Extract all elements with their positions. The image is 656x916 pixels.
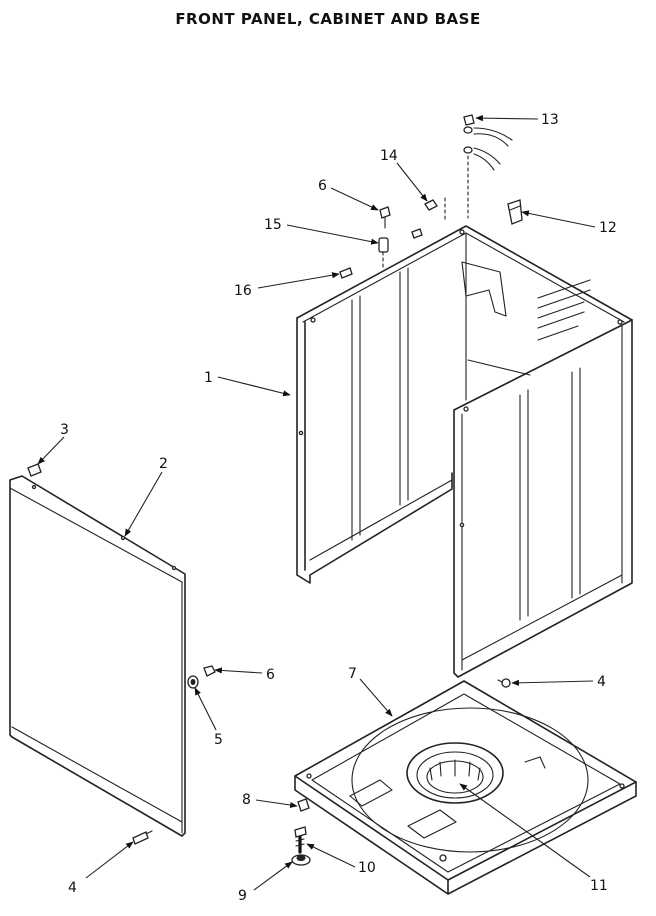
washer-5 — [187, 675, 199, 689]
nut-6-front — [203, 665, 216, 677]
diagram-title: FRONT PANEL, CABINET AND BASE — [175, 10, 481, 28]
nut-8 — [297, 798, 310, 812]
callout-1: 1 — [204, 370, 213, 386]
clip-14 — [411, 197, 446, 239]
screw-6-top — [379, 206, 391, 229]
callout-16: 16 — [234, 283, 252, 299]
callout-5: 5 — [214, 732, 223, 748]
callout-14: 14 — [380, 148, 398, 164]
bracket-12 — [507, 199, 523, 225]
callout-15: 15 — [264, 217, 282, 233]
base — [294, 680, 637, 895]
callout-6-front: 6 — [266, 667, 275, 683]
screw-4-right — [497, 678, 511, 688]
callout-8: 8 — [242, 792, 251, 808]
screw-4-left — [132, 830, 153, 845]
leveling-leg-10 — [294, 826, 307, 854]
callout-2: 2 — [159, 456, 168, 472]
callout-labels: 1 2 3 4 4 5 6 6 7 8 9 10 11 12 13 14 15 … — [60, 112, 617, 904]
foot-pad-9 — [291, 854, 311, 866]
callout-3: 3 — [60, 422, 69, 438]
callout-11: 11 — [590, 878, 608, 894]
front-panel — [9, 475, 186, 837]
callout-4-left: 4 — [68, 880, 77, 896]
leader-lines — [37, 115, 596, 891]
callout-4-right: 4 — [597, 674, 606, 690]
callout-7: 7 — [348, 666, 357, 682]
cabinet — [296, 225, 633, 678]
callout-9: 9 — [238, 888, 247, 904]
callout-12: 12 — [599, 220, 617, 236]
clip-16 — [339, 267, 353, 279]
clip-3 — [27, 463, 42, 477]
callout-10: 10 — [358, 860, 376, 876]
callout-13: 13 — [541, 112, 559, 128]
screw-13 — [463, 114, 513, 219]
spacer-15 — [378, 237, 389, 269]
callout-6-top: 6 — [318, 178, 327, 194]
